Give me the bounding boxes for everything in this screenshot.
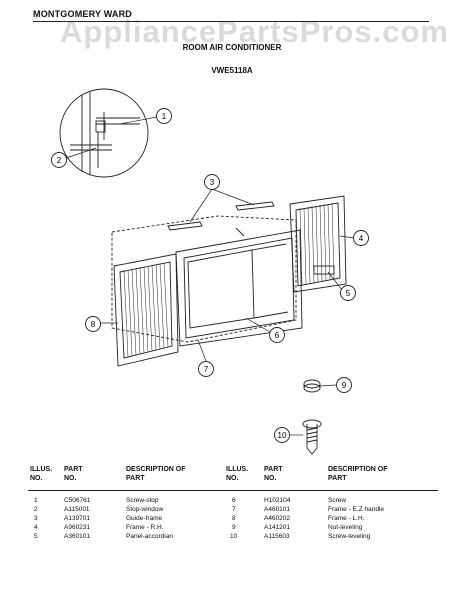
illus-no: 4 [34, 524, 38, 531]
illus-no: 9 [232, 524, 236, 531]
part-no: C506761 [64, 497, 91, 504]
callout-9: 9 [336, 377, 352, 393]
header-part-left: PART NO. [64, 466, 83, 482]
part-desc: Panel-accordian [126, 533, 173, 540]
callout-3: 3 [204, 174, 220, 190]
left-panel [113, 253, 179, 367]
table-row: 4 A960231 Frame - R.H. 9 A141201 Nut-lev… [28, 523, 438, 532]
part-no: A141201 [264, 524, 291, 531]
callout-4: 4 [353, 230, 369, 246]
svg-text:1: 1 [162, 112, 167, 121]
illus-no: 8 [232, 515, 236, 522]
callout-10: 10 [274, 427, 290, 443]
leader-lines [65, 116, 355, 436]
svg-text:9: 9 [342, 381, 347, 390]
part-no: A115001 [64, 506, 90, 513]
svg-text:10: 10 [278, 431, 287, 440]
model-number: VWE5118A [211, 66, 253, 75]
illus-no: 1 [34, 497, 38, 504]
svg-text:4: 4 [359, 234, 364, 243]
illus-no: 2 [34, 506, 38, 513]
table-row: 5 A360101 Panel-accordian 10 A115603 Scr… [28, 532, 438, 541]
svg-text:8: 8 [91, 320, 96, 329]
part-no: A115603 [264, 533, 290, 540]
part-desc: Frame - E.Z handle [328, 506, 384, 513]
header-illus-left: ILLUS. NO. [30, 466, 53, 482]
part-desc: Screw [328, 497, 347, 504]
table-row: 1 C506761 Screw-stop 6 H102104 Screw [28, 496, 438, 505]
guide-frame-rails [167, 201, 275, 231]
part-desc: Guide-frame [126, 515, 163, 522]
svg-text:7: 7 [204, 365, 209, 374]
part-desc: Frame - L.H. [328, 515, 365, 522]
brand-name: MONTGOMERY WARD [33, 9, 132, 19]
unit-outline [111, 215, 297, 343]
callout-8: 8 [85, 316, 101, 332]
watermark: AppliancePartsPros.com [60, 14, 449, 49]
part-desc: Stop-window [126, 506, 164, 513]
table-row: 3 A139701 Guide-frame 8 A460202 Frame - … [28, 514, 438, 523]
part-no: A460101 [264, 506, 291, 513]
svg-text:6: 6 [275, 331, 280, 340]
part-desc: Frame - R.H. [126, 524, 164, 531]
center-frame [175, 227, 303, 347]
illus-no: 3 [34, 515, 38, 522]
header-desc-right: DESCRIPTION OF PART [328, 466, 388, 482]
part-desc: Screw-leveling [328, 533, 371, 540]
table-header: ILLUS. NO. PART NO. DESCRIPTION OF PART … [28, 464, 438, 491]
header-illus-right: ILLUS. NO. [226, 466, 249, 482]
part-desc: Nut-leveling [328, 524, 363, 531]
part-no: A360101 [64, 533, 91, 540]
callout-6: 6 [269, 327, 285, 343]
header-desc-left: DESCRIPTION OF PART [126, 466, 186, 482]
leveling-hardware [302, 379, 322, 455]
part-no: A139701 [64, 515, 91, 522]
header-part-right: PART NO. [264, 466, 283, 482]
callout-2: 2 [51, 152, 67, 168]
page-title: ROOM AIR CONDITIONER [182, 43, 282, 52]
illus-no: 5 [34, 533, 38, 540]
illus-no: 7 [232, 506, 236, 513]
part-no: A460202 [264, 515, 291, 522]
right-panel [289, 195, 347, 293]
detail-circle [59, 88, 149, 178]
callout-1: 1 [156, 108, 172, 124]
callout-7: 7 [198, 361, 214, 377]
svg-text:5: 5 [346, 289, 351, 298]
part-desc: Screw-stop [126, 497, 159, 504]
svg-text:3: 3 [210, 178, 215, 187]
part-no: H102104 [264, 497, 291, 504]
table-row: 2 A115001 Stop-window 7 A460101 Frame - … [28, 505, 438, 514]
illus-no: 10 [230, 533, 238, 540]
svg-text:2: 2 [57, 156, 62, 165]
callout-5: 5 [340, 285, 356, 301]
part-no: A960231 [64, 524, 91, 531]
header-rule [33, 21, 429, 22]
illus-no: 6 [232, 497, 236, 504]
